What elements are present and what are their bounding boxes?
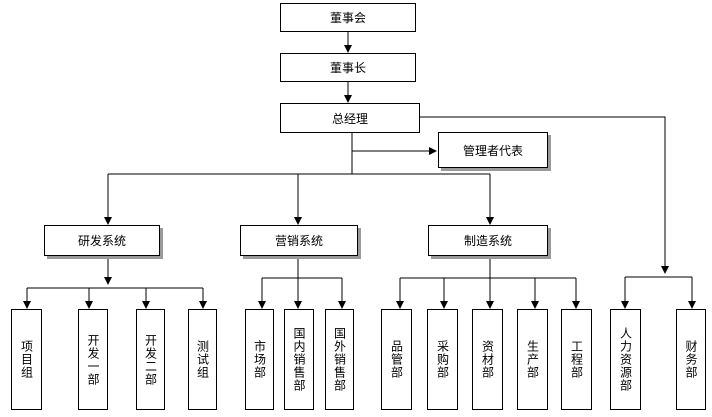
department-box: 资材部: [472, 309, 503, 410]
department-box: 人力资源部: [610, 309, 641, 410]
department-box: 财务部: [676, 309, 706, 410]
department-label: 资材部: [480, 340, 495, 379]
department-label: 品管部: [389, 340, 404, 379]
rnd-system-box: 研发系统: [44, 225, 160, 256]
department-box: 生产部: [517, 309, 548, 410]
department-label: 生产部: [525, 340, 540, 379]
department-box: 开发一部: [78, 309, 108, 410]
department-label: 人力资源部: [618, 327, 633, 392]
department-label: 开发二部: [143, 333, 158, 386]
department-label: 项目组: [19, 340, 34, 379]
department-box: 项目组: [11, 309, 42, 410]
department-box: 开发二部: [136, 309, 165, 410]
department-box: 品管部: [381, 309, 412, 410]
department-label: 市场部: [252, 340, 267, 379]
department-box: 采购部: [427, 309, 458, 410]
department-box: 国内销售部: [284, 309, 314, 410]
department-label: 财务部: [684, 340, 698, 379]
department-box: 国外销售部: [325, 309, 354, 410]
chairman-box: 董事长: [280, 53, 416, 82]
department-box: 工程部: [561, 309, 592, 410]
general-manager-box: 总经理: [280, 103, 420, 133]
department-label: 国外销售部: [332, 327, 347, 392]
department-label: 国内销售部: [292, 327, 306, 392]
department-label: 测试组: [195, 340, 210, 379]
department-label: 工程部: [569, 340, 584, 379]
sales-system-box: 营销系统: [240, 225, 358, 256]
department-label: 开发一部: [86, 333, 100, 386]
department-label: 采购部: [435, 340, 450, 379]
board-box: 董事会: [280, 3, 416, 32]
department-box: 市场部: [245, 309, 274, 410]
management-representative-box: 管理者代表: [438, 132, 548, 168]
manufacturing-system-box: 制造系统: [428, 225, 548, 256]
department-box: 测试组: [188, 309, 217, 410]
